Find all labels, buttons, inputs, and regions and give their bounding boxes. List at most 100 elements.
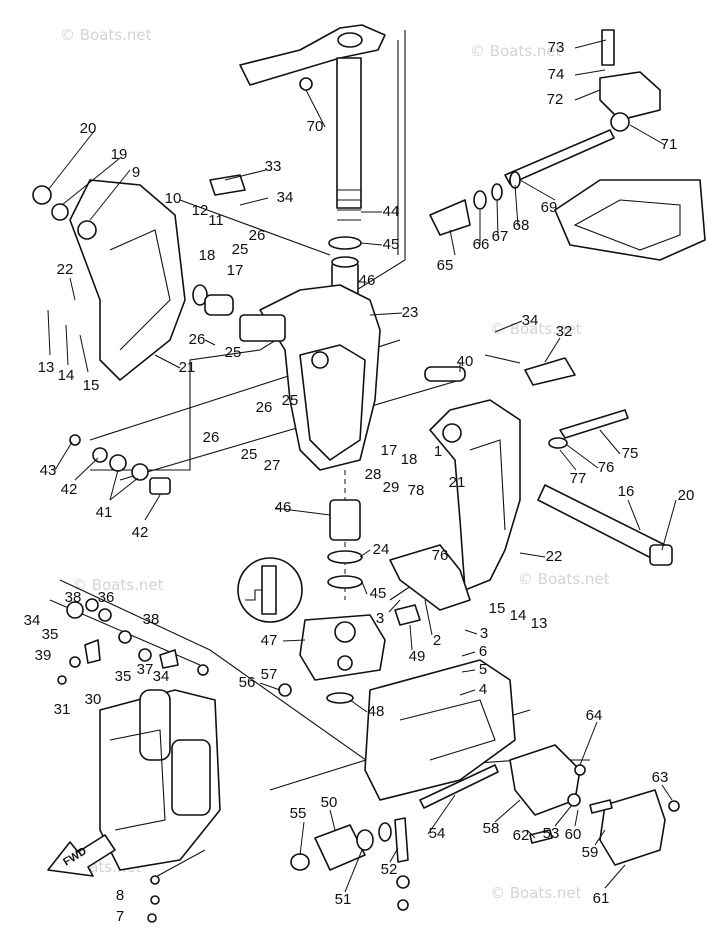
column-bushings: [327, 236, 363, 589]
callout-54: 54: [429, 825, 446, 842]
watermarks: © Boats.net © Boats.net © Boats.net © Bo…: [50, 26, 610, 902]
callout-76b: 76: [432, 547, 449, 564]
callout-72: 72: [547, 91, 564, 108]
callout-57: 57: [261, 666, 278, 683]
callout-24: 24: [373, 541, 390, 558]
callout-71: 71: [661, 136, 678, 153]
callout-45b: 45: [370, 585, 387, 602]
callout-53: 53: [543, 825, 560, 842]
callout-30: 30: [85, 691, 102, 708]
left-hardware: [69, 174, 246, 495]
callout-41: 41: [96, 504, 113, 521]
callout-14b: 14: [510, 607, 527, 624]
callout-28: 28: [365, 466, 382, 483]
watermark: © Boats.net: [72, 576, 164, 594]
callout-8: 8: [116, 887, 124, 904]
callout-38b: 38: [143, 611, 160, 628]
callout-25b: 25: [225, 344, 242, 361]
callout-21b: 21: [449, 474, 466, 491]
callout-44: 44: [383, 203, 400, 220]
anode-assembly: [509, 744, 680, 866]
fwd-arrow: FWD: [47, 834, 116, 877]
callout-60: 60: [565, 826, 582, 843]
callout-15: 15: [83, 377, 100, 394]
detail-inset: [237, 557, 303, 623]
callout-68: 68: [513, 217, 530, 234]
callout-38: 38: [65, 589, 82, 606]
steering-arm: [239, 24, 386, 221]
callout-14: 14: [58, 367, 75, 384]
callout-46: 46: [359, 272, 376, 289]
callout-70: 70: [307, 118, 324, 135]
callout-40: 40: [457, 353, 474, 370]
callout-2: 2: [433, 632, 441, 649]
callout-64: 64: [586, 707, 603, 724]
callout-48: 48: [368, 703, 385, 720]
callout-10: 10: [165, 190, 182, 207]
watermark: © Boats.net: [518, 570, 610, 588]
callout-39: 39: [35, 647, 52, 664]
callout-73: 73: [548, 39, 565, 56]
callout-15b: 15: [489, 600, 506, 617]
callout-49: 49: [409, 648, 426, 665]
callout-55: 55: [290, 805, 307, 822]
callout-18b: 18: [401, 451, 418, 468]
callout-3: 3: [376, 610, 384, 627]
callout-36: 36: [98, 589, 115, 606]
callout-20: 20: [80, 120, 97, 137]
callout-17: 17: [227, 262, 244, 279]
callout-26b: 26: [189, 331, 206, 348]
callout-13: 13: [38, 359, 55, 376]
leader-lines: [47, 39, 677, 893]
callout-12: 12: [192, 202, 209, 219]
callout-29: 29: [383, 479, 400, 496]
callout-67: 67: [492, 228, 509, 245]
callout-33: 33: [265, 158, 282, 175]
callout-27: 27: [264, 457, 281, 474]
callout-21: 21: [179, 359, 196, 376]
callout-35: 35: [42, 626, 59, 643]
callout-66: 66: [473, 236, 490, 253]
callout-26c: 26: [256, 399, 273, 416]
callout-78: 78: [408, 482, 425, 499]
swivel-bracket: [239, 284, 381, 471]
callout-34d: 34: [153, 668, 170, 685]
callout-46b: 46: [275, 499, 292, 516]
callout-77: 77: [570, 470, 587, 487]
callout-26d: 26: [203, 429, 220, 446]
callout-labels: 1233456789101112131314141515161717181819…: [24, 39, 695, 925]
callout-26: 26: [249, 227, 266, 244]
callout-47: 47: [261, 632, 278, 649]
callout-19: 19: [111, 146, 128, 163]
callout-59: 59: [582, 844, 599, 861]
watermark: © Boats.net: [60, 26, 152, 44]
callout-13b: 13: [531, 615, 548, 632]
steering-yoke: [278, 544, 471, 704]
watermark: © Boats.net: [470, 42, 562, 60]
callout-52: 52: [381, 861, 398, 878]
callout-11: 11: [208, 212, 224, 229]
callout-20b: 20: [678, 487, 695, 504]
callout-25c: 25: [282, 392, 299, 409]
callout-34c: 34: [24, 612, 41, 629]
callout-25d: 25: [241, 446, 258, 463]
rubber-mount: [290, 817, 410, 911]
callout-43: 43: [40, 462, 57, 479]
callout-31: 31: [54, 701, 71, 718]
tilt-tubes: [424, 129, 673, 566]
callout-22b: 22: [546, 548, 563, 565]
callout-6: 6: [479, 643, 487, 660]
callout-62: 62: [513, 827, 530, 844]
callout-42b: 42: [132, 524, 149, 541]
callout-17b: 17: [381, 442, 398, 459]
callout-23: 23: [402, 304, 419, 321]
trim-tilt-unit: [99, 664, 221, 923]
callout-1: 1: [434, 443, 442, 460]
callout-42: 42: [61, 481, 78, 498]
callout-74: 74: [548, 66, 565, 83]
callout-4: 4: [479, 681, 487, 698]
callout-75: 75: [622, 445, 639, 462]
callout-61: 61: [593, 890, 610, 907]
callout-58: 58: [483, 820, 500, 837]
